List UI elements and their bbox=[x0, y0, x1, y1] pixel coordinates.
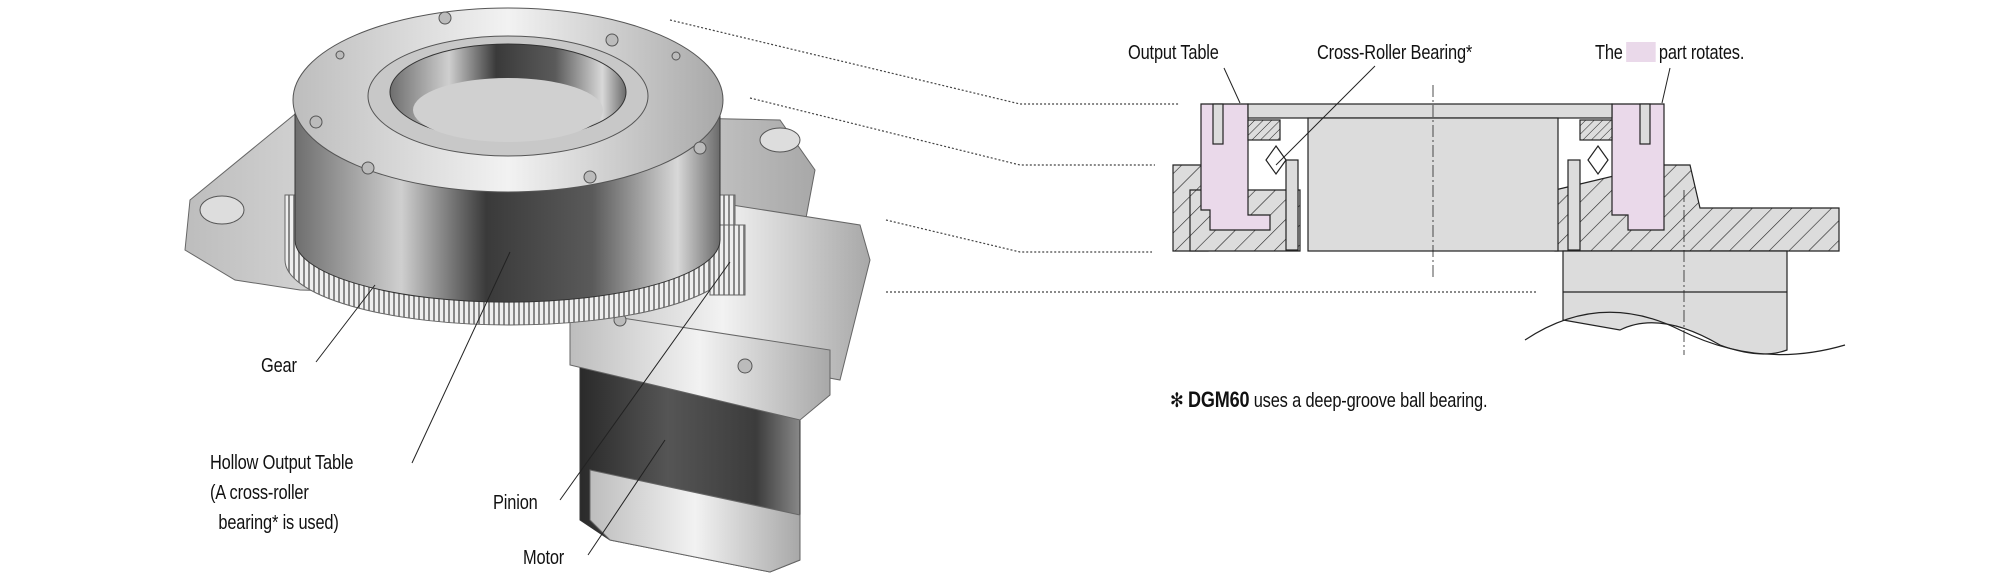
bolt-hole bbox=[335, 50, 345, 60]
dotted-line-3 bbox=[885, 219, 1152, 253]
label-rotating-part: The part rotates. bbox=[1595, 42, 1744, 65]
flange-hole-right bbox=[759, 127, 801, 153]
bolt-hole bbox=[671, 51, 681, 61]
flange-hole-left bbox=[199, 195, 245, 225]
rotating-part-right bbox=[1611, 103, 1665, 231]
screw bbox=[737, 358, 753, 374]
bolt-hole bbox=[361, 161, 375, 175]
housing-right bbox=[1554, 164, 1840, 252]
label-hollow-output-table: Hollow Output Table bbox=[210, 452, 354, 474]
rotates-prefix: The bbox=[1595, 42, 1623, 64]
leader-gear bbox=[315, 284, 376, 363]
break-line bbox=[1524, 311, 1846, 356]
output-table-section bbox=[1247, 103, 1613, 119]
actuator-illustration bbox=[184, 7, 871, 573]
roller-left bbox=[1265, 144, 1287, 176]
bolt-hole bbox=[693, 141, 707, 155]
bolt-top-left bbox=[1212, 103, 1224, 145]
bolt-hole bbox=[309, 115, 323, 129]
label-motor: Motor bbox=[523, 547, 565, 569]
bearing-race-left bbox=[1247, 119, 1281, 141]
label-gear: Gear bbox=[261, 355, 297, 377]
bolt-hole bbox=[438, 11, 452, 25]
bolt-hole bbox=[605, 33, 619, 47]
leader-cross-roller-bearing bbox=[1275, 65, 1376, 166]
footnote-text: uses a deep-groove ball bearing. bbox=[1253, 390, 1488, 412]
motor-end-cap bbox=[589, 469, 801, 573]
section-view bbox=[1172, 65, 1846, 356]
footnote-symbol: ✻ bbox=[1170, 390, 1184, 412]
leader-rotating-part bbox=[1661, 67, 1671, 104]
bearing-race-right bbox=[1579, 119, 1613, 141]
label-output-table: Output Table bbox=[1128, 42, 1219, 64]
bolt-top-right bbox=[1639, 103, 1651, 145]
correspondence-lines bbox=[669, 19, 1536, 293]
footnote: ✻ DGM60 uses a deep-groove ball bearing. bbox=[1170, 387, 1488, 413]
hollow-bore-inner bbox=[413, 78, 603, 142]
leader-motor bbox=[587, 439, 666, 556]
bolt-right bbox=[1567, 159, 1581, 251]
leader-output-table bbox=[1223, 67, 1241, 104]
label-hollow-output-table-note-2: bearing* is used) bbox=[214, 512, 339, 534]
rotates-suffix: part rotates. bbox=[1658, 42, 1745, 64]
dotted-line-top bbox=[669, 19, 1180, 105]
bolt-left bbox=[1285, 159, 1299, 251]
leader-hollow-output-table bbox=[411, 251, 511, 464]
dotted-line-2 bbox=[749, 97, 1155, 166]
label-cross-roller-bearing: Cross-Roller Bearing* bbox=[1317, 42, 1473, 64]
rotating-part-swatch bbox=[1626, 42, 1656, 62]
label-hollow-output-table-note-1: (A cross-roller bbox=[210, 482, 309, 504]
roller-right bbox=[1587, 144, 1609, 176]
footnote-model: DGM60 bbox=[1187, 387, 1250, 412]
motor-flange bbox=[569, 309, 831, 421]
label-pinion: Pinion bbox=[493, 492, 538, 514]
leader-pinion bbox=[559, 261, 731, 501]
bolt-hole bbox=[583, 170, 597, 184]
motor-section bbox=[1562, 250, 1788, 355]
